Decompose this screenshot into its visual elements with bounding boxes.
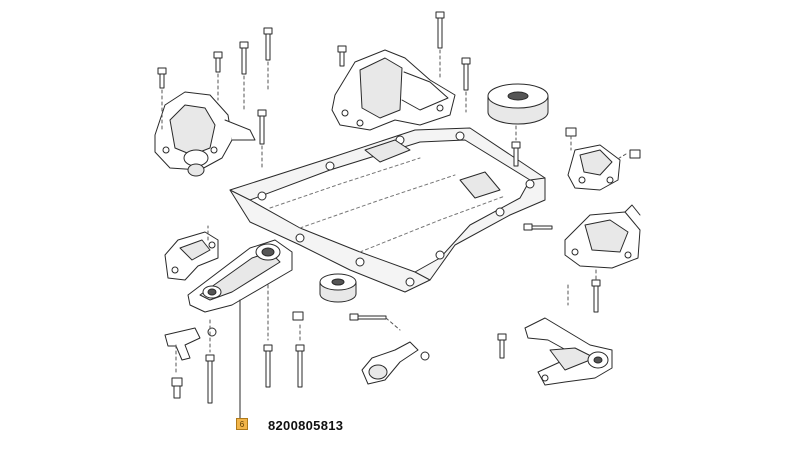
part-number-label: 8200805813 (268, 418, 344, 433)
center-link-assembly (349, 313, 430, 385)
left-support-bracket (164, 231, 219, 281)
callout-badge: 6 (236, 418, 248, 430)
bolt (263, 344, 273, 388)
bolt (171, 377, 183, 399)
bolt (523, 223, 553, 231)
subframe (229, 127, 546, 293)
bolt (511, 141, 521, 167)
round-damper-pad (319, 273, 357, 303)
bolt (257, 109, 267, 145)
bolt (295, 344, 305, 388)
bolt (157, 67, 167, 89)
right-gearbox-mount-bracket (523, 204, 641, 313)
bolt (461, 57, 471, 91)
lower-mount-clip (164, 225, 305, 419)
lower-torque-rod-mount (187, 239, 293, 313)
bolt (337, 45, 347, 67)
upper-center-engine-mount (331, 11, 521, 167)
nut (292, 311, 304, 321)
upper-left-engine-mount (154, 27, 273, 177)
bolt (349, 313, 387, 321)
right-gearbox-mount-upper (565, 127, 641, 191)
round-damper-mount (487, 83, 549, 125)
bolt (213, 51, 223, 73)
bolt (239, 41, 249, 75)
lower-rear-torque-arm (497, 317, 613, 386)
bolt (497, 333, 507, 359)
bolt (205, 354, 215, 404)
bolt (435, 11, 445, 49)
stud (591, 279, 601, 313)
bolt (263, 27, 273, 61)
nut (629, 149, 641, 159)
nut (565, 127, 577, 137)
